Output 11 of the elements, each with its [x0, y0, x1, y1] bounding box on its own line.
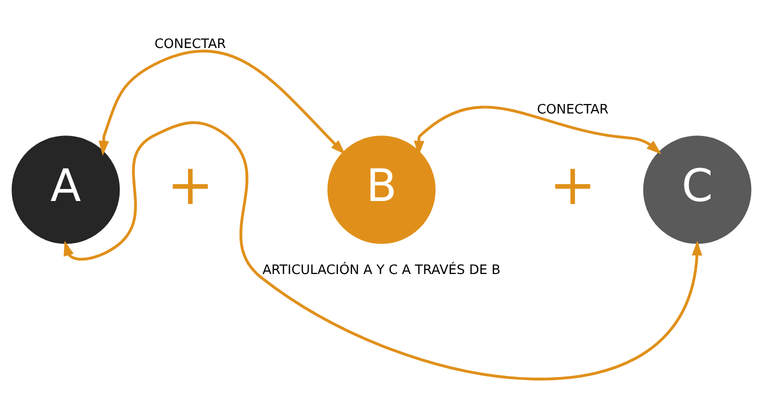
node-circle: C — [643, 136, 752, 244]
arrow — [64, 121, 702, 380]
node-circle: A — [12, 136, 120, 244]
arrow — [98, 50, 346, 156]
label: + — [549, 152, 596, 218]
label: + — [166, 152, 214, 218]
edge-label: ARTICULACIÓN A Y C A TRAVÉS DE B — [262, 262, 501, 278]
node-circle: B — [327, 136, 436, 244]
arrow — [414, 106, 662, 156]
edge-label: CONECTAR — [154, 37, 226, 52]
edge-label: CONECTAR — [537, 102, 608, 118]
